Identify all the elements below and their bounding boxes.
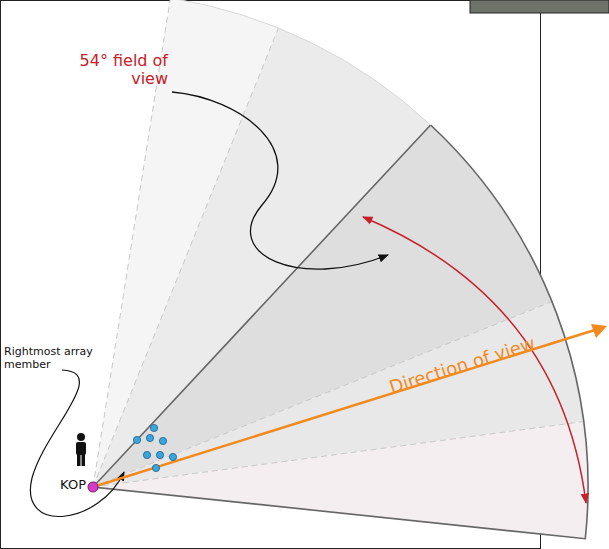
array-member-dot <box>152 464 159 471</box>
outer-arc <box>170 0 430 125</box>
array-member-dot <box>143 451 150 458</box>
array-member-label: Rightmost array member <box>4 346 104 371</box>
view-band <box>93 422 588 539</box>
array-member-dot <box>150 424 157 431</box>
kop-label: KOP <box>60 478 86 493</box>
array-member-dot <box>156 451 163 458</box>
array-member-dot <box>169 453 176 460</box>
array-member-dot <box>146 434 153 441</box>
array-member-dot <box>133 436 140 443</box>
array-members <box>133 424 176 471</box>
photo-fragment <box>470 0 609 13</box>
band-boundary <box>93 28 278 487</box>
array-member-dot <box>159 437 166 444</box>
direction-arrowhead <box>591 324 607 338</box>
observer-figure <box>76 433 86 466</box>
band-boundary <box>93 302 552 487</box>
fov-label: 54° field of view <box>40 52 168 89</box>
kop-point <box>88 482 98 492</box>
array-member-leader <box>30 370 124 516</box>
fov-angle-arc <box>363 217 586 503</box>
band-boundary <box>93 422 584 487</box>
fov-leader <box>172 92 388 269</box>
field-of-view-outline <box>93 125 588 539</box>
